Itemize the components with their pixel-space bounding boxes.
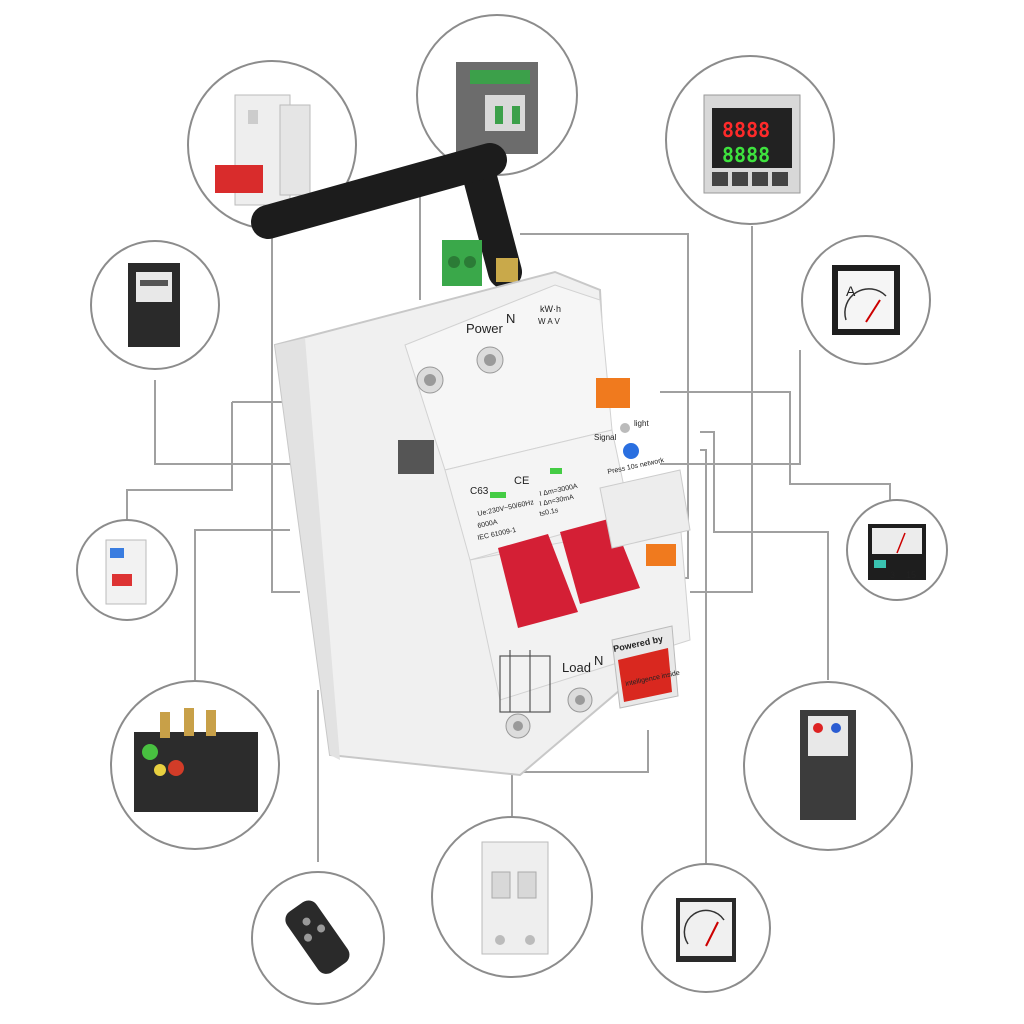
kwh-label: kW·h [540,304,561,314]
ammeter-symbol: A [846,283,856,299]
kwh-units: W A V [538,317,560,326]
ce-mark: CE [514,475,529,487]
thermal-relay-image [134,708,258,812]
light-label: light [634,419,649,428]
temp-display-bottom: 8888 [722,143,770,167]
contactor-image [456,62,538,154]
load-label: Load [562,660,591,675]
temp-display-top: 8888 [722,118,770,142]
network-button[interactable] [623,443,639,459]
power-label: Power [466,321,504,336]
breaker-handle-left[interactable] [498,534,578,628]
rcd-line-3: t≤0.1s [539,507,560,518]
multimeter-scale-2: 15 [906,570,916,580]
multimeter-scale-1: 3 [890,570,895,580]
power-n-label: N [506,311,515,326]
analog-ammeter-image: A [832,265,900,335]
temperature-controller-image: 8888 8888 [703,94,801,194]
spec-line-2: 6000A [477,519,499,530]
main-breaker-device: Power N kW·h W A V Signal light Press 10… [251,143,691,777]
overload-relay-image [800,710,856,820]
panel-voltmeter-image [676,898,736,962]
panel-multimeter-image: 3 15 [868,524,926,580]
rating-label: C63 [470,486,489,497]
remote-control-image [285,900,350,974]
load-n-label: N [594,653,603,668]
signal-label: Signal [594,433,616,442]
small-rcbo-image [105,539,147,605]
electricity-meter-image [128,263,180,347]
mini-breaker-image [215,94,311,206]
surge-protector-image [481,841,549,955]
